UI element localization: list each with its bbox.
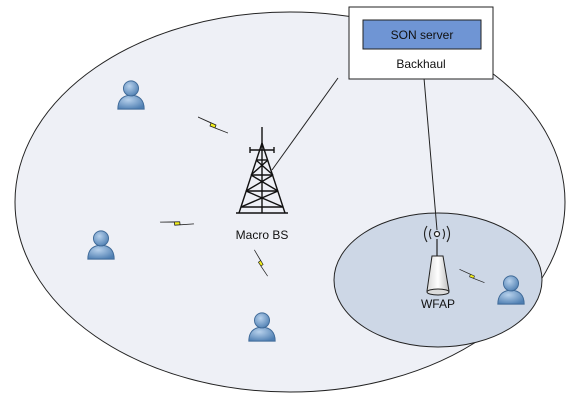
son-server-label: SON server xyxy=(391,28,454,42)
wfap-access-point-icon xyxy=(426,230,450,296)
backhaul-server-box: SON server Backhaul xyxy=(348,6,494,80)
backhaul-link-femto xyxy=(423,77,438,231)
backhaul-label: Backhaul xyxy=(396,57,445,71)
son-server xyxy=(362,19,482,50)
backhaul-link-macro xyxy=(271,77,339,171)
macro-bs-tower-icon xyxy=(236,127,288,214)
wfap-signal-waves-icon xyxy=(423,225,451,243)
macro-bs-label: Macro BS xyxy=(236,228,289,242)
wfap-label: WFAP xyxy=(421,297,455,311)
